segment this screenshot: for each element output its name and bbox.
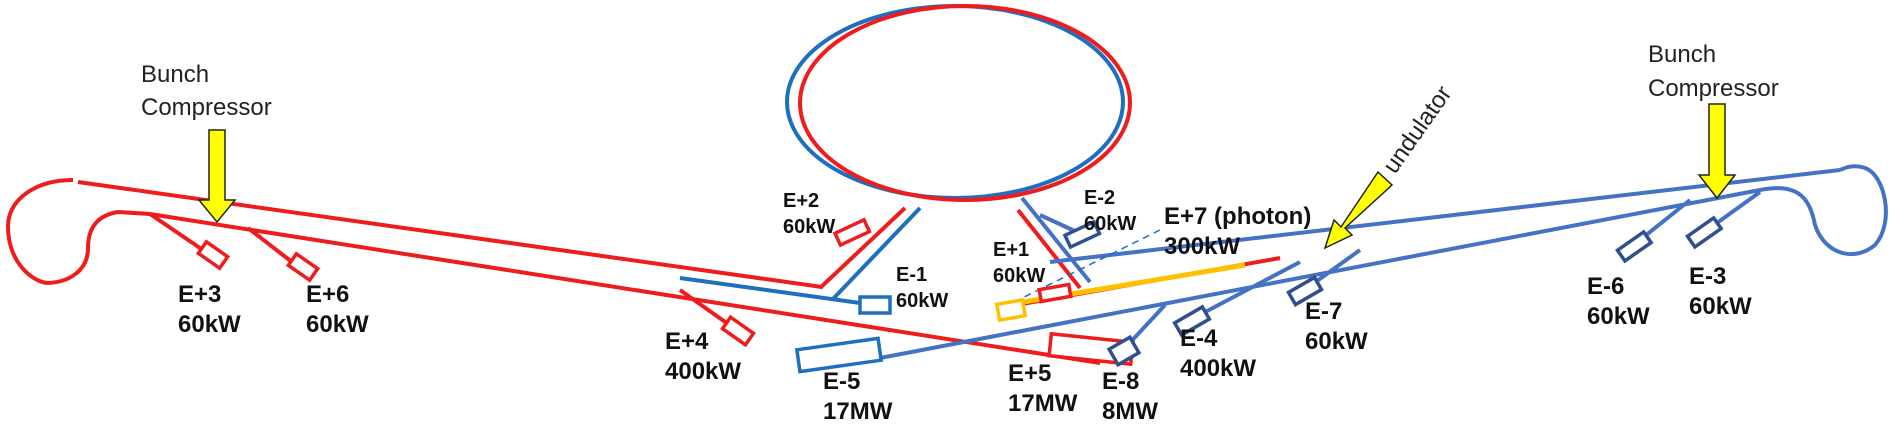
e-plus-3-power: 60kW [178, 311, 241, 338]
e-minus-3-power: 60kW [1689, 293, 1752, 320]
e-minus-6-name: E-6 [1587, 273, 1624, 300]
e-plus-4-power: 400kW [665, 358, 741, 385]
e-minus-2-name: E-2 [1084, 187, 1115, 209]
e-minus-2-power: 60kW [1084, 213, 1136, 235]
e-plus-7-power: 300kW [1164, 233, 1240, 260]
undulator-arrow [1323, 170, 1394, 250]
e-minus-6-power: 60kW [1587, 303, 1650, 330]
e-plus-7-name: E+7 (photon) [1164, 203, 1311, 230]
e-plus-6-name: E+6 [306, 281, 349, 308]
dump-box-e-plus-1 [1037, 282, 1073, 304]
e-minus-5-name: E-5 [823, 368, 860, 395]
undulator-label: undulator [1378, 81, 1458, 178]
e-minus-3-name: E-3 [1689, 263, 1726, 290]
bunch-compressor-right-label-line2: Compressor [1648, 75, 1779, 102]
e-plus-5-power: 17MW [1008, 390, 1078, 417]
dump-box-e-minus-2 [1062, 219, 1102, 250]
dump-box-e-minus-3 [1685, 215, 1724, 250]
e-minus-8-power: 8MW [1102, 398, 1158, 425]
e-plus-5-name: E+5 [1008, 360, 1051, 387]
damping-ring-blue [785, 4, 1125, 200]
e-minus-8-name: E-8 [1102, 368, 1139, 395]
dump-box-e-plus-2 [832, 217, 872, 248]
dump-box-e-minus-6 [1615, 229, 1654, 264]
dump-box-e-plus-3 [195, 239, 231, 271]
e-minus-1-power: 60kW [896, 290, 948, 312]
photon-dump-pointer [1007, 229, 1161, 306]
dump-boxes [195, 215, 1724, 374]
e-minus-5-power: 17MW [823, 398, 893, 425]
dump-box-e-plus-7 [994, 297, 1028, 323]
e-plus-3-name: E+3 [178, 281, 221, 308]
bunch-compressor-right-label-line1: Bunch [1648, 41, 1716, 68]
bunch-compressor-left-label-line1: Bunch [141, 61, 209, 88]
bunch-compressor-left-label-line2: Compressor [141, 94, 272, 121]
e-plus-4-name: E+4 [665, 328, 709, 355]
e-minus-7-name: E-7 [1305, 298, 1342, 325]
dump-box-e-minus-4 [1172, 304, 1212, 338]
e-minus-1-name: E-1 [896, 264, 927, 286]
dump-box-e-minus-8 [1106, 334, 1142, 368]
e-minus-7-power: 60kW [1305, 328, 1368, 355]
damping-ring-red [798, 4, 1132, 202]
e-minus-4-power: 400kW [1180, 355, 1256, 382]
blue-beamlines [679, 206, 922, 305]
e-plus-6-power: 60kW [306, 311, 369, 338]
dump-box-e-minus-5 [794, 336, 884, 374]
e-plus-2-name: E+2 [783, 190, 819, 212]
e-minus-4-name: E-4 [1180, 325, 1218, 352]
right-electron-beamline [879, 164, 1888, 360]
bunch-compressor-right-arrow [1697, 103, 1737, 200]
bunch-compressor-left-arrow [197, 129, 237, 224]
dump-box-e-plus-6 [285, 251, 321, 283]
e-plus-1-name: E+1 [993, 239, 1029, 261]
dump-box-e-minus-7 [1286, 275, 1324, 307]
e-plus-1-power: 60kW [993, 265, 1045, 287]
dump-box-e-plus-4 [720, 314, 756, 348]
e-plus-2-power: 60kW [783, 216, 835, 238]
dump-box-e-minus-1 [858, 295, 892, 315]
